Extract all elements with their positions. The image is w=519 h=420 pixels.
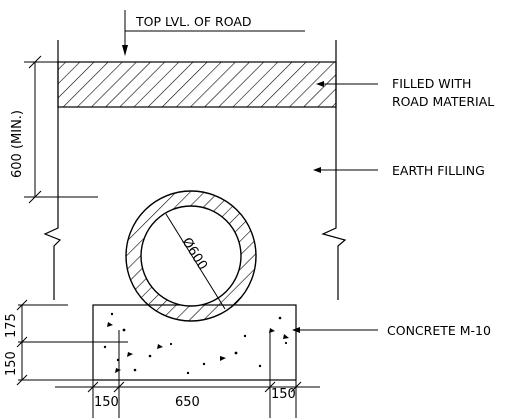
earth-filling-callout: EARTH FILLING: [313, 163, 485, 178]
road-material-label-line2: ROAD MATERIAL: [392, 94, 494, 109]
width-right-dimension: 150: [271, 387, 296, 402]
earth-filling-label: EARTH FILLING: [392, 163, 485, 178]
width-left-dimension: 150: [94, 395, 119, 410]
road-material-callout: FILLED WITH ROAD MATERIAL: [316, 76, 494, 109]
road-material-layer: [57, 61, 337, 108]
width-mid-dimension: 650: [175, 395, 200, 410]
cover-depth-dimension: 600 (MIN.): [10, 55, 98, 204]
road-material-label-line1: FILLED WITH: [392, 76, 471, 91]
cover-depth-label: 600 (MIN.): [10, 110, 25, 178]
concrete-label: CONCRETE M-10: [387, 323, 491, 338]
bed-width-dimensions: 150 650 150: [55, 330, 320, 418]
top-level-marker: TOP LVL. OF ROAD: [122, 10, 305, 56]
bed-upper-dimension: 175: [4, 313, 19, 338]
top-level-label: TOP LVL. OF ROAD: [135, 14, 252, 29]
bed-lower-dimension: 150: [4, 351, 19, 376]
concrete-callout: CONCRETE M-10: [292, 323, 491, 338]
bed-height-dimensions: 175 150: [4, 299, 128, 386]
pipe: Ø600: [125, 190, 257, 322]
